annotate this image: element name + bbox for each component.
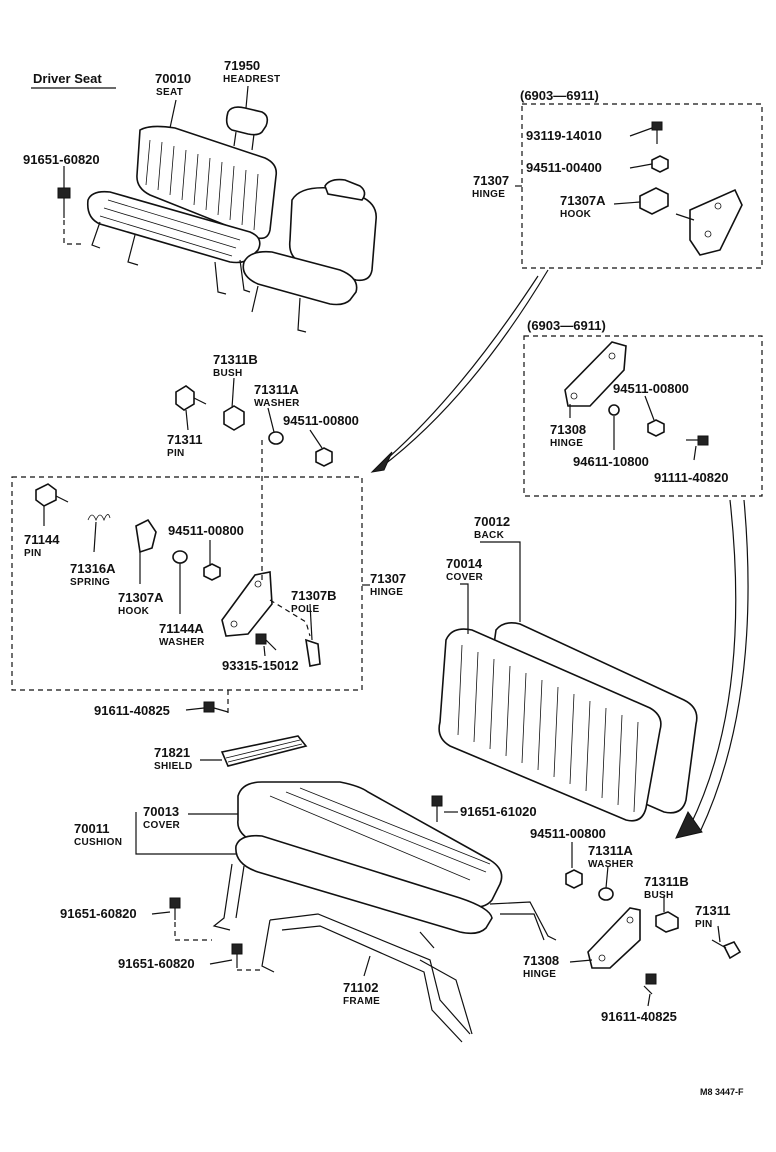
callout-71311-name: PIN (167, 448, 185, 459)
callout-71308-top-name: HINGE (550, 438, 583, 449)
callout-93119-number: 93119-14010 (526, 128, 602, 143)
callout-70010-name: SEAT (156, 87, 183, 98)
callout-box1-range: (6903—6911) (520, 88, 599, 103)
callout-71311A-low-name: WASHER (588, 859, 634, 870)
callout-70014-number: 70014 (446, 556, 483, 571)
callout-91611-40825-a-number: 91611-40825 (94, 703, 170, 718)
frame-illustration (212, 863, 557, 1043)
callout-71307B-name: POLE (291, 604, 319, 615)
callout-71307-top-name: HINGE (472, 189, 505, 200)
upper-hardware (175, 385, 333, 467)
callout-70014-name: COVER (446, 572, 484, 583)
callout-71311A-name: WASHER (254, 398, 300, 409)
inset-lower-parts (564, 341, 709, 446)
callout-71950-name: HEADREST (223, 74, 280, 85)
callout-94511-00400-number: 94511-00400 (526, 160, 602, 175)
callout-71311-low-number: 71311 (695, 903, 730, 918)
seat-cushion-illustration (235, 781, 503, 935)
callout-70012-number: 70012 (474, 514, 510, 529)
callout-71102-name: FRAME (343, 996, 380, 1007)
callout-71307-mid-number: 71307 (370, 571, 406, 586)
callout-71308-top-number: 71308 (550, 422, 586, 437)
diagram-footer-code: M8 3447-F (700, 1087, 744, 1097)
callout-box2-range: (6903—6911) (527, 318, 606, 333)
callout-91651-61020-number: 91651-61020 (460, 804, 537, 819)
callout-70013-number: 70013 (143, 804, 179, 819)
arrow-lower-to-back (689, 499, 737, 827)
callout-71307A-mid-name: HOOK (118, 606, 150, 617)
inset-box-upper (521, 103, 763, 269)
callout-94511-00800-c-number: 94511-00800 (613, 381, 689, 396)
seat-back-illustration (438, 622, 698, 822)
callout-71308-low-name: HINGE (523, 969, 556, 980)
callout-71311B-number: 71311B (213, 352, 258, 367)
callout-94511-00800-e-number: 94511-00800 (530, 826, 606, 841)
callout-71307A-mid-number: 71307A (118, 590, 164, 605)
callout-71316A-number: 71316A (70, 561, 116, 576)
middle-box-parts (35, 440, 321, 667)
callout-91651-60820-c-number: 91651-60820 (60, 906, 137, 921)
callout-91111-number: 91111-40820 (654, 470, 728, 485)
arrow-upper-to-middle (379, 269, 549, 469)
callout-71307B-number: 71307B (291, 588, 337, 603)
callout-71144A-number: 71144A (159, 621, 204, 636)
callout-71311B-name: BUSH (213, 368, 243, 379)
callout-91651-60820-a-number: 91651-60820 (23, 152, 100, 167)
callout-71307-top-number: 71307 (473, 173, 509, 188)
callout-91611-40825-b-number: 91611-40825 (601, 1009, 677, 1024)
callout-71311B-low-number: 71311B (644, 874, 689, 889)
callout-71307-mid-name: HINGE (370, 587, 403, 598)
callout-71307A-top-number: 71307A (560, 193, 606, 208)
shield-illustration (220, 735, 308, 767)
callout-71311A-number: 71311A (254, 382, 299, 397)
lower-right-hardware (565, 869, 742, 995)
callout-71311B-low-name: BUSH (644, 890, 674, 901)
callout-71144-number: 71144 (24, 532, 60, 547)
callout-labels: 70010 SEAT 71950 HEADREST 91651-60820 (6… (23, 58, 730, 1024)
callout-94611-number: 94611-10800 (573, 454, 649, 469)
bolt-91611 (203, 690, 229, 716)
callout-71950-number: 71950 (224, 58, 260, 73)
callout-94511-00800-d-number: 94511-00800 (168, 523, 244, 538)
callout-70013-name: COVER (143, 820, 181, 831)
callout-71308-low-number: 71308 (523, 953, 559, 968)
leader-lines (43, 85, 721, 1007)
callout-70011-name: CUSHION (74, 837, 122, 848)
diagram-title: Driver Seat (33, 71, 102, 86)
callout-70012-name: BACK (474, 530, 505, 541)
callout-91651-60820-d-number: 91651-60820 (118, 956, 195, 971)
callout-71316A-name: SPRING (70, 577, 110, 588)
callout-71311-number: 71311 (167, 432, 202, 447)
cushion-bolts (169, 795, 443, 971)
callout-70010-number: 70010 (155, 71, 191, 86)
seat-assembly-illustration (57, 106, 377, 333)
callout-71144A-name: WASHER (159, 637, 205, 648)
callout-71307A-top-name: HOOK (560, 209, 592, 220)
callout-94511-00800-b-number: 94511-00800 (283, 413, 359, 428)
inset-box-lower (523, 335, 763, 497)
callout-71311A-low-number: 71311A (588, 843, 633, 858)
callout-71821-number: 71821 (154, 745, 190, 760)
callout-71102-number: 71102 (343, 980, 378, 995)
detail-box-middle (11, 476, 363, 691)
inset-upper-parts (639, 121, 743, 256)
callout-71311-low-name: PIN (695, 919, 713, 930)
callout-93315-number: 93315-15012 (222, 658, 299, 673)
callout-71821-name: SHIELD (154, 761, 192, 772)
callout-70011-number: 70011 (74, 821, 109, 836)
callout-71144-name: PIN (24, 548, 42, 559)
